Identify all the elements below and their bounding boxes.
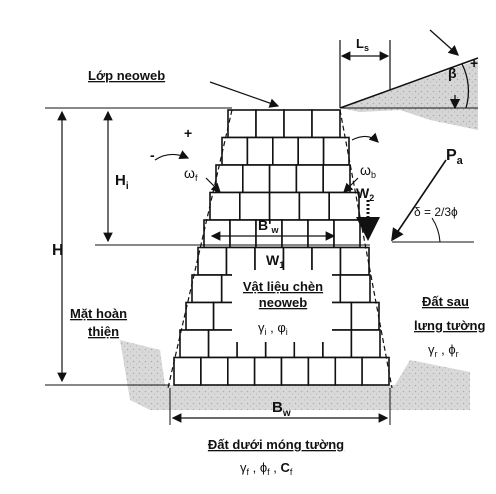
hi-label: Hi — [115, 172, 129, 192]
lop-neoweb-label: Lớp neoweb — [88, 68, 165, 83]
wall-block-cell — [197, 246, 228, 276]
wall-block-cell — [203, 219, 231, 249]
backfill-slope-line — [339, 57, 479, 109]
wall-block-cell — [281, 219, 309, 249]
wall-block-cell — [295, 164, 324, 194]
wall-block-cell — [307, 356, 337, 386]
wall-block-cell — [283, 109, 313, 139]
wall-block-cell — [229, 219, 257, 249]
wall-block-cell — [179, 329, 210, 359]
wall-block-cell — [339, 246, 370, 276]
foundation-soil — [120, 340, 470, 410]
wall-block-cell — [268, 191, 301, 221]
left-minus: - — [150, 147, 155, 163]
wall-block-cell — [322, 164, 351, 194]
face-label-line2: thiện — [88, 324, 119, 339]
infill-properties: γi , φi — [258, 320, 288, 337]
wall-block-cell — [173, 356, 202, 386]
ls-label: Ls — [356, 36, 369, 53]
wall-block-cell — [242, 164, 271, 194]
wall-block-cell — [200, 356, 229, 386]
wall-block-cell — [322, 136, 350, 166]
infill-label-bg — [232, 270, 332, 342]
wall-block-cell — [239, 191, 271, 221]
omega-f-arc — [154, 150, 190, 161]
backfill-properties: γr , ϕr — [428, 342, 459, 359]
wall-block-cell — [271, 136, 299, 166]
infill-label-line1: Vật liệu chèn — [243, 279, 323, 294]
wall-block-cell — [191, 274, 223, 304]
wall-block-cell — [253, 356, 283, 386]
wall-block-cell — [246, 136, 274, 166]
wall-block-cell — [227, 356, 256, 386]
wall-block-cell — [339, 274, 371, 304]
wall-block-cell — [311, 109, 341, 139]
wall-block-cell — [350, 301, 380, 331]
wall-block-cell — [334, 356, 363, 386]
wall-block-cell — [328, 191, 360, 221]
wall-block-cell — [307, 219, 335, 249]
omega-b-label: ωb — [360, 162, 376, 180]
omega-f-arrow — [205, 177, 221, 193]
wall-block-cell — [350, 329, 381, 359]
wall-block-cell — [221, 136, 249, 166]
w1-label: W1 — [266, 252, 284, 270]
backfill-label-line2: lưng tường — [414, 318, 485, 333]
wall-block-cell — [361, 356, 390, 386]
beta-label: β — [448, 65, 457, 81]
wall-block-cell — [268, 164, 298, 194]
wall-block-cell — [297, 136, 325, 166]
beta-arc — [461, 63, 470, 109]
delta-label: δ = 2/3ϕ — [414, 205, 458, 219]
pa-arrow — [391, 159, 447, 242]
wall-block-cell — [298, 191, 330, 221]
beta-plus: + — [470, 55, 478, 71]
omega-b-arrow — [343, 177, 359, 193]
wall-block-cell — [333, 219, 361, 249]
back-batter-line — [339, 109, 393, 389]
infill-label-line2: neoweb — [259, 295, 307, 310]
bw-label: Bw — [272, 399, 291, 419]
wall-block-cell — [209, 191, 241, 221]
delta-arc — [431, 217, 441, 243]
omega-f-label: ωf — [184, 165, 198, 183]
pa-label: Pa — [446, 147, 464, 167]
foundation-label: Đất dưới móng tường — [208, 437, 344, 452]
wall-block-cell — [215, 164, 244, 194]
right-minus: - — [372, 129, 377, 145]
omega-b-arc — [351, 132, 379, 143]
h-label: H — [52, 242, 64, 259]
wall-block-cell — [280, 356, 310, 386]
backfill-soil — [340, 60, 478, 130]
wall-block-cell — [227, 109, 257, 139]
lop-neoweb-leader — [209, 81, 280, 108]
wall-block-cell — [185, 301, 215, 331]
w2-label: W2 — [356, 185, 374, 203]
wall-block-cell — [255, 109, 285, 139]
beta-arrow-top — [429, 29, 459, 56]
bw-prime-label: B'w — [258, 217, 279, 235]
foundation-properties: γf , ϕf , Cf — [240, 460, 293, 477]
face-label-line1: Mặt hoàn — [70, 306, 127, 321]
neoweb-block-wall — [173, 109, 390, 386]
backfill-label-line1: Đất sau — [422, 294, 469, 309]
left-plus: + — [184, 125, 192, 141]
